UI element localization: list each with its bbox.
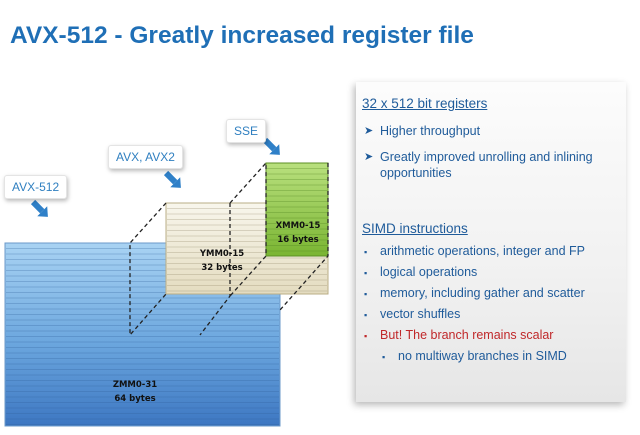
list-item-text: no multiway branches in SIMD	[398, 349, 567, 363]
zmm-name: ZMM0-31	[112, 380, 158, 390]
xmm-register-block	[265, 162, 329, 257]
zmm-label: ZMM0-31 64 bytes	[105, 378, 165, 406]
list-item-text: But! The branch remains scalar	[380, 328, 554, 342]
ymm-label: YMM0-15 32 bytes	[192, 247, 252, 275]
square-bullet-icon: ▪	[364, 289, 368, 299]
ymm-size: 32 bytes	[201, 263, 243, 273]
list-item-text: logical operations	[380, 265, 478, 279]
arrow-bullet-icon: ➤	[364, 151, 374, 163]
page-title: AVX-512 - Greatly increased register fil…	[10, 22, 474, 49]
arrow-bullet-icon: ➤	[364, 125, 374, 137]
arrow-down-right-icon	[30, 199, 48, 217]
square-bullet-icon: ▪	[382, 352, 386, 362]
avx2-callout: AVX, AVX2	[108, 145, 183, 169]
avx512-callout-label: AVX-512	[12, 180, 60, 194]
list-item-text: Higher throughput	[380, 124, 481, 138]
registers-heading: 32 x 512 bit registers	[362, 96, 488, 111]
info-panel: 32 x 512 bit registers ➤ Higher throughp…	[356, 82, 626, 402]
avx512-callout: AVX-512	[4, 175, 68, 199]
arrow-down-right-icon	[262, 137, 280, 155]
square-bullet-icon: ▪	[364, 268, 368, 278]
sse-callout: SSE	[226, 119, 267, 143]
register-diagram	[4, 137, 329, 427]
list-item-text: memory, including gather and scatter	[380, 286, 585, 300]
xmm-size: 16 bytes	[277, 235, 319, 245]
list-item-text: opportunities	[380, 166, 452, 180]
avx2-callout-label: AVX, AVX2	[116, 150, 175, 164]
square-bullet-icon: ▪	[364, 331, 368, 341]
square-bullet-icon: ▪	[364, 247, 368, 257]
list-item-text: vector shuffles	[380, 307, 461, 321]
simd-heading: SIMD instructions	[362, 221, 468, 236]
arrow-down-right-icon	[163, 170, 181, 188]
perspective-lines	[129, 161, 329, 337]
list-item-text: arithmetic operations, integer and FP	[380, 244, 585, 258]
ymm-name: YMM0-15	[199, 249, 245, 259]
xmm-name: XMM0-15	[275, 221, 321, 231]
list-item-text: Greatly improved unrolling and inlining	[380, 150, 593, 164]
xmm-label: XMM0-15 16 bytes	[272, 219, 324, 247]
sse-callout-label: SSE	[234, 124, 259, 138]
square-bullet-icon: ▪	[364, 310, 368, 320]
list-item-continuation: opportunities	[380, 165, 452, 182]
zmm-size: 64 bytes	[114, 394, 156, 404]
